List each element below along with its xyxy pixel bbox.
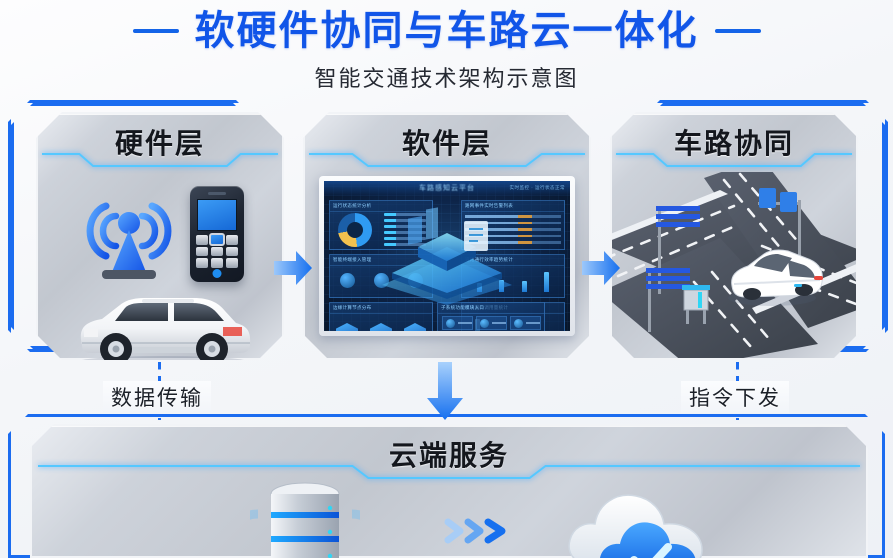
panel-title-cloud: 云端服务 [388,440,509,471]
cell-tower-icon [86,192,172,284]
mobile-phone-icon [190,186,244,282]
panel-title-hardware: 硬件层 [114,128,205,159]
dashboard-meta: 实时监控 · 运行状态正常 [509,185,565,190]
alert-row-list [462,212,564,251]
panel-cloud-service[interactable]: 云端服务 [30,424,868,558]
edge-node-cubes [330,323,432,331]
card-title-donut: 运行状态统计分析 [330,201,432,212]
module-tile-grid [442,316,540,331]
traffic-gantry-icon [758,188,801,270]
panel-title-software: 软件层 [401,128,492,159]
coordination-illustration [612,114,856,358]
cloud-check-icon [562,474,717,558]
card-title-modules: 子系统功能模块入口 [438,303,544,314]
dashboard-titlebar: 车路感知云平台 实时监控 · 运行状态正常 [324,181,570,196]
cloud-illustration [32,426,866,556]
suv-car-icon [68,289,258,367]
road-sign-icon [646,206,700,332]
panel-vehicle-road-coordination[interactable]: 车路协同 [610,112,858,360]
card-title-alerts: 路网事件实时告警列表 [462,201,564,212]
card-title-efficiency: 道路通行效率趋势统计 [462,255,564,266]
connector-label-command-dispatch: 指令下发 [681,381,789,413]
roadside-unit-icon [682,285,710,324]
card-title-edge-nodes: 边缘计算节点分布 [330,303,432,314]
page-subtitle: 智能交通技术架构示意图 [314,66,579,91]
arrow-hardware-to-software [274,251,312,285]
hardware-illustration [38,114,282,358]
cloud-front-shape [600,522,696,558]
chevron-flow-icon [442,514,512,548]
dashboard-card-modules[interactable]: 子系统功能模块入口 [437,302,545,331]
card-title-terminals: 智能终端接入管理 [330,255,432,266]
database-stack-icon [250,478,360,558]
donut-legend [384,213,426,250]
arrow-software-to-cloud [427,362,463,420]
page-header: 软硬件协同与车路云一体化 智能交通技术架构示意图 [0,8,893,93]
dashboard-monitor: 车路感知云平台 实时监控 · 运行状态正常 运行状态统计分析 智能终端接入管理 [319,176,575,336]
dashboard-card-edge-nodes[interactable]: 边缘计算节点分布 [329,302,433,331]
connector-label-data-transmission: 数据传输 [103,381,211,413]
dashboard-title: 车路感知云平台 [419,185,475,192]
isometric-server-hub [372,199,522,307]
white-sedan-icon [728,250,823,306]
panel-software-layer[interactable]: 软件层 车路感知云平台 实时监控 · 运行状态正常 运行状态统计分析 [303,112,591,360]
dashboard-screen: 车路感知云平台 实时监控 · 运行状态正常 运行状态统计分析 智能终端接入管理 [324,181,570,331]
arrow-software-to-coordination [582,251,620,285]
software-illustration: 车路感知云平台 实时监控 · 运行状态正常 运行状态统计分析 智能终端接入管理 [305,114,589,358]
panel-hardware-layer[interactable]: 硬件层 [36,112,284,360]
panel-title-coordination: 车路协同 [673,128,794,159]
title-dash-left [132,29,179,33]
donut-chart [338,213,372,247]
title-dash-right [714,29,761,33]
page-title: 软硬件协同与车路云一体化 [194,9,699,53]
